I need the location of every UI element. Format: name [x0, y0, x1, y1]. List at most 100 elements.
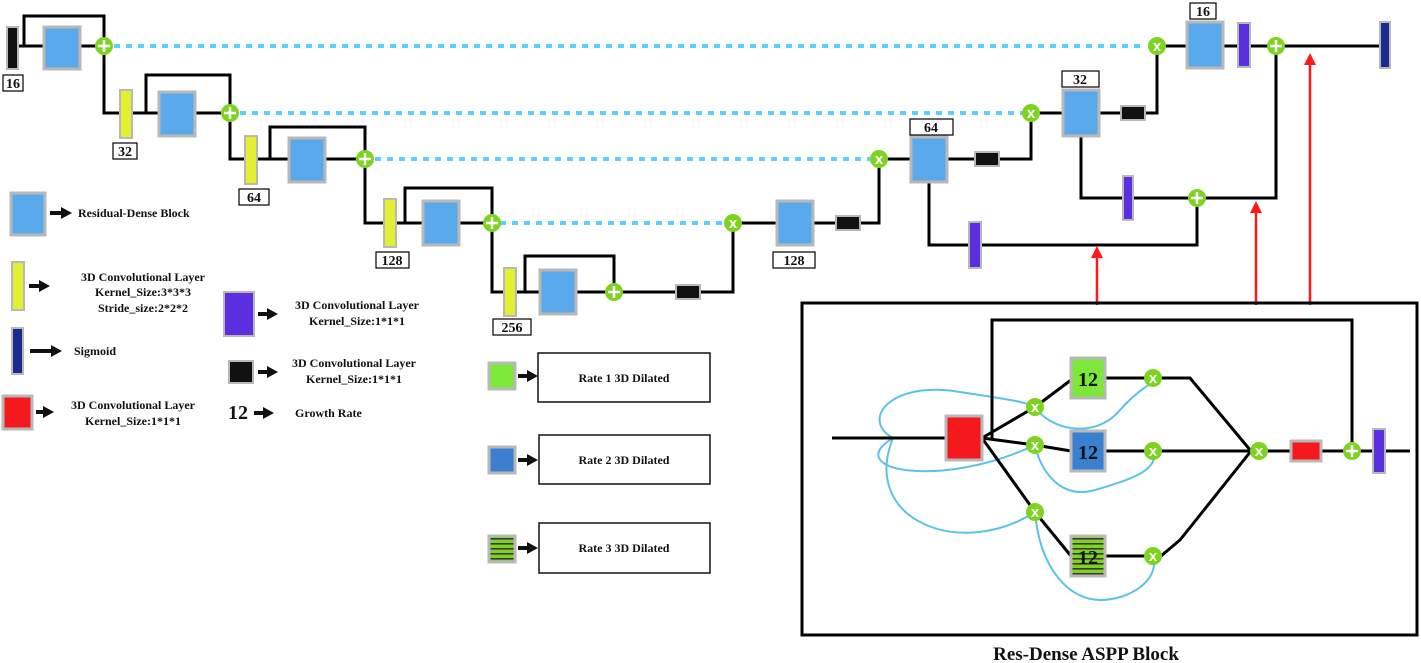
decoder-channel-64: 64 [924, 121, 938, 136]
legend-conv-111-black-line1: 3D Convolutional Layer [292, 356, 417, 370]
aspp-rate2-conv [1069, 429, 1107, 473]
aspp-rate1-conv [1069, 356, 1107, 400]
decoder-rdb-64 [909, 135, 949, 184]
decoder-wires [741, 44, 1380, 247]
legend-conv-333-line3: Stride_size:2*2*2 [98, 301, 188, 315]
multiply-operator: x [1026, 398, 1044, 416]
aspp-dense-connections [877, 377, 1156, 602]
deep-supervision-conv-32 [1122, 175, 1134, 221]
legend-residual-dense-swatch [9, 191, 47, 237]
decoder-conv-128 [835, 215, 861, 231]
encoder-rdb-1 [42, 25, 82, 71]
encoder-downsample-3 [383, 198, 397, 248]
svg-text:x: x [1031, 399, 1040, 416]
legend-conv-111-black-line2: Kernel_Size:1*1*1 [306, 372, 402, 386]
aspp-rate3-conv [1069, 534, 1107, 578]
encoder-channel-4: 128 [382, 254, 403, 269]
operators: x x x x [95, 37, 1285, 301]
decoder [775, 20, 1391, 269]
add-operator [1343, 442, 1361, 460]
decoder-channel-32: 32 [1073, 73, 1087, 88]
decoder-channel-16: 16 [1196, 5, 1210, 20]
encoder-rdb-2 [157, 90, 197, 138]
add-operator [1267, 37, 1285, 55]
legend-conv-111-purple-line1: 3D Convolutional Layer [295, 298, 420, 312]
legend-sigmoid-swatch [11, 327, 24, 375]
decoder-conv-32 [1120, 105, 1146, 121]
legend-conv-333-line2: Kernel_Size:3*3*3 [95, 285, 191, 299]
legend-conv-111-red-swatch [1, 394, 34, 431]
multiply-operator: x [1148, 37, 1166, 55]
deep-supervision-conv-64 [968, 221, 982, 269]
multiply-operator: x [1144, 547, 1162, 565]
encoder-wires [14, 14, 735, 294]
svg-text:x: x [875, 151, 884, 168]
encoder-rdb-5 [538, 268, 578, 316]
add-operator [356, 150, 374, 168]
svg-text:x: x [729, 215, 738, 232]
svg-text:x: x [1149, 548, 1158, 565]
multiply-operator: x [1144, 369, 1162, 387]
add-operator [483, 214, 501, 232]
aspp-conv-111-out [1372, 428, 1386, 474]
decoder-rdb-16 [1185, 20, 1225, 70]
add-operator [605, 283, 623, 301]
encoder-channel-5: 256 [502, 321, 523, 336]
encoder [6, 25, 701, 317]
svg-text:x: x [1031, 437, 1040, 454]
legend-rate3-swatch [487, 534, 517, 564]
encoder-downsample-2 [244, 135, 258, 185]
encoder-downsample-1 [119, 89, 133, 139]
legend-rate1-swatch [487, 361, 517, 391]
encoder-channel-1: 16 [6, 77, 20, 92]
encoder-channel-2: 32 [118, 145, 132, 160]
multiply-operator: x [1250, 442, 1268, 460]
aspp-growth-1: 12 [1078, 369, 1098, 391]
decoder-rdb-32 [1061, 88, 1101, 138]
legend: Residual-Dense Block 3D Convolutional La… [1, 191, 711, 574]
legend-rate2-swatch [487, 445, 517, 475]
encoder-rdb-4 [421, 199, 461, 247]
multiply-operator: x [1022, 104, 1040, 122]
decoder-channel-128: 128 [784, 254, 805, 269]
svg-text:x: x [1027, 105, 1036, 122]
svg-text:x: x [1255, 443, 1264, 460]
bottleneck-conv [675, 284, 701, 300]
svg-text:x: x [1153, 38, 1162, 55]
legend-conv-111-purple-swatch [223, 291, 255, 337]
add-operator [95, 37, 113, 55]
encoder-rdb-3 [287, 136, 327, 184]
add-operator [1188, 189, 1206, 207]
legend-growth-rate-label: Growth Rate [295, 406, 362, 420]
encoder-channel-3: 64 [247, 191, 261, 206]
legend-rate3-label: Rate 3 3D Dilated [579, 541, 670, 555]
svg-text:x: x [1149, 370, 1158, 387]
multiply-operator: x [1144, 442, 1162, 460]
legend-residual-dense-label: Residual-Dense Block [78, 206, 190, 220]
legend-conv-333-line1: 3D Convolutional Layer [81, 270, 206, 284]
channel-tags: 16 32 64 128 256 128 64 32 16 [2, 2, 1217, 336]
aspp-growth-2: 12 [1078, 442, 1098, 464]
aspp-block: 12 12 12 x x x x x x x [800, 301, 1419, 637]
legend-conv-111-purple-line2: Kernel_Size:1*1*1 [309, 314, 405, 328]
decoder-rdb-128 [775, 199, 815, 247]
encoder-downsample-4 [503, 267, 517, 317]
aspp-conv-111-fuse [1289, 439, 1323, 463]
decoder-conv-64 [974, 151, 1000, 167]
legend-conv-111-red-line1: 3D Convolutional Layer [71, 398, 196, 412]
multiply-operator: x [870, 150, 888, 168]
legend-conv-111-red-line2: Kernel_Size:1*1*1 [85, 414, 181, 428]
sigmoid-output [1379, 21, 1391, 69]
svg-text:x: x [1031, 504, 1040, 521]
multiply-operator: x [724, 214, 742, 232]
svg-text:x: x [1149, 443, 1158, 460]
add-operator [221, 104, 239, 122]
aspp-arrows [1091, 53, 1316, 305]
input-conv [6, 26, 19, 70]
legend-rate2-label: Rate 2 3D Dilated [579, 453, 670, 467]
legend-conv-111-black-swatch [228, 360, 254, 384]
decoder-conv-out-16 [1237, 22, 1251, 68]
legend-growth-rate-symbol: 12 [228, 402, 248, 424]
aspp-conv-111-in [944, 414, 984, 462]
